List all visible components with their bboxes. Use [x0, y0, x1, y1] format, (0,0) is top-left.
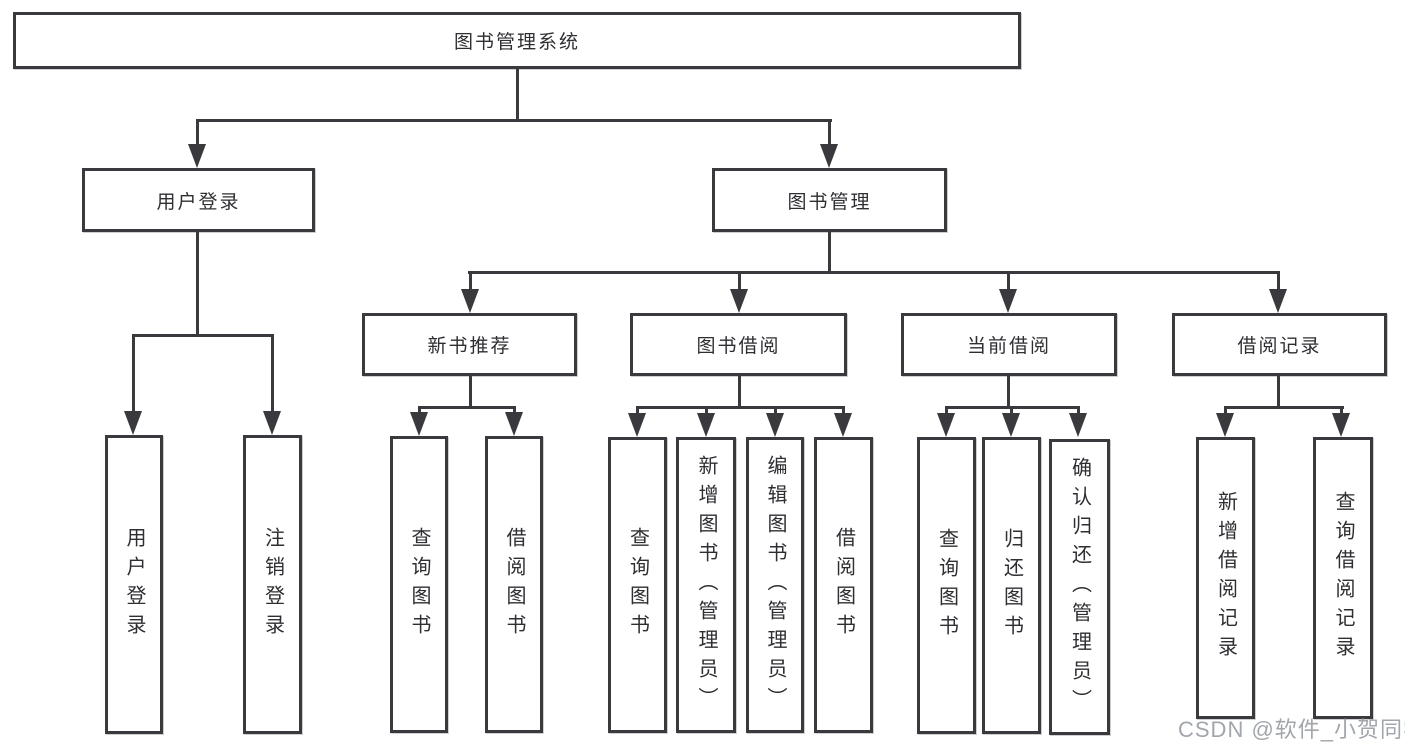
- arrow-bor-add: [697, 413, 715, 437]
- connector-records-stem: [1277, 376, 1280, 407]
- node-borrowing-records: 借阅记录: [1172, 313, 1387, 376]
- arrow-user-login: [188, 144, 206, 168]
- leaf-recommend-query-book: 查询图书: [390, 436, 448, 733]
- leaf-records-query-record: 查询借阅记录: [1313, 437, 1373, 719]
- leaf-label: 新增图书（管理员）: [695, 454, 717, 716]
- node-label: 新书推荐: [427, 336, 512, 357]
- connector-stem-rec-query: [418, 406, 421, 416]
- connector-level3-rail: [468, 271, 1280, 274]
- connector-stem-rec-borrow: [513, 406, 516, 416]
- leaf-borrowing-borrow-book: 借阅图书: [814, 437, 873, 733]
- connector-root-stem: [516, 69, 519, 120]
- leaf-label: 查询图书: [935, 527, 958, 644]
- node-current-borrowing: 当前借阅: [901, 313, 1117, 376]
- leaf-borrowing-edit-book-admin: 编辑图书（管理员）: [746, 437, 804, 733]
- connector-stem-bor-query: [636, 406, 639, 416]
- arrow-cur-return: [1002, 413, 1020, 437]
- node-book-management: 图书管理: [712, 168, 947, 232]
- connector-stem-book-management: [828, 119, 831, 147]
- connector-stem-recd-query: [1340, 406, 1343, 416]
- leaf-label: 查询借阅记录: [1332, 491, 1354, 665]
- leaf-label: 借阅图书: [832, 527, 855, 643]
- connector-stem-bor-borrow: [842, 406, 845, 416]
- leaf-recommend-borrow-book: 借阅图书: [485, 436, 543, 733]
- csdn-watermark: CSDN @软件_小贺同学: [1178, 717, 1405, 742]
- connector-stem-borrow-record: [1277, 271, 1280, 291]
- connector-book-mgmt-stem: [828, 232, 831, 272]
- arrow-bor-borrow: [834, 413, 852, 437]
- node-label: 借阅记录: [1237, 336, 1322, 357]
- arrow-bor-query: [628, 413, 646, 437]
- connector-stem-logout-leaf: [271, 334, 274, 413]
- leaf-label: 借阅图书: [503, 526, 525, 643]
- connector-stem-bor-edit: [774, 406, 777, 416]
- connector-level2-rail: [196, 119, 832, 122]
- arrow-logout-leaf: [263, 411, 281, 435]
- connector-current-stem: [1007, 376, 1010, 407]
- leaf-current-confirm-return-admin: 确认归还（管理员）: [1049, 439, 1110, 735]
- arrow-rec-query: [410, 412, 428, 436]
- connector-stem-new-book: [469, 271, 472, 291]
- arrow-current-borrow: [999, 289, 1017, 313]
- node-label: 当前借阅: [966, 336, 1051, 357]
- connector-borrowing-stem: [738, 376, 741, 407]
- leaf-logout: 注销登录: [243, 435, 302, 734]
- arrow-cur-query: [937, 413, 955, 437]
- node-label: 图书管理: [787, 191, 872, 213]
- connector-records-rail: [1224, 406, 1344, 409]
- leaf-current-query-book: 查询图书: [917, 437, 976, 734]
- arrow-recd-add: [1216, 413, 1234, 437]
- connector-stem-book-borrow: [738, 271, 741, 291]
- arrow-cur-confirm: [1069, 413, 1087, 437]
- arrow-login-leaf: [124, 411, 142, 435]
- arrow-book-management: [820, 144, 838, 168]
- connector-stem-current-borrow: [1007, 271, 1010, 291]
- node-label: 图书管理系统: [453, 32, 580, 53]
- leaf-records-add-record: 新增借阅记录: [1196, 437, 1255, 719]
- node-new-book-recommend: 新书推荐: [362, 313, 577, 376]
- leaf-borrowing-add-book-admin: 新增图书（管理员）: [676, 437, 736, 733]
- leaf-current-return-book: 归还图书: [982, 437, 1041, 734]
- arrow-recd-query: [1332, 413, 1350, 437]
- connector-stem-recd-add: [1224, 406, 1227, 416]
- leaf-label: 新增借阅记录: [1214, 491, 1237, 665]
- node-user-login: 用户登录: [82, 168, 315, 232]
- connector-recommend-rail: [418, 406, 516, 409]
- arrow-book-borrow: [730, 289, 748, 313]
- leaf-label: 注销登录: [261, 526, 284, 643]
- leaf-label: 用户登录: [123, 526, 145, 643]
- node-label: 用户登录: [156, 191, 241, 213]
- connector-user-login-rail: [132, 334, 274, 337]
- leaf-label: 查询图书: [626, 527, 649, 643]
- node-label: 图书借阅: [696, 336, 781, 357]
- connector-stem-bor-add: [705, 406, 708, 416]
- connector-recommend-stem: [469, 376, 472, 407]
- arrow-rec-borrow: [505, 412, 523, 436]
- leaf-label: 编辑图书（管理员）: [764, 454, 786, 716]
- leaf-label: 查询图书: [408, 526, 430, 643]
- leaf-user-login: 用户登录: [105, 435, 163, 734]
- node-library-management-system: 图书管理系统: [13, 12, 1021, 69]
- connector-stem-login-leaf: [132, 334, 135, 413]
- arrow-bor-edit: [766, 413, 784, 437]
- node-book-borrowing: 图书借阅: [630, 313, 847, 376]
- arrow-new-book: [461, 289, 479, 313]
- connector-user-login-stem: [196, 232, 199, 336]
- connector-stem-cur-return: [1010, 406, 1013, 416]
- connector-stem-user-login: [196, 119, 199, 147]
- leaf-label: 确认归还（管理员）: [1068, 456, 1091, 718]
- leaf-label: 归还图书: [1000, 527, 1023, 644]
- connector-borrowing-rail: [636, 406, 844, 409]
- connector-stem-cur-query: [945, 406, 948, 416]
- connector-stem-cur-confirm: [1077, 406, 1080, 416]
- leaf-borrowing-query-book: 查询图书: [608, 437, 667, 733]
- arrow-borrow-record: [1269, 289, 1287, 313]
